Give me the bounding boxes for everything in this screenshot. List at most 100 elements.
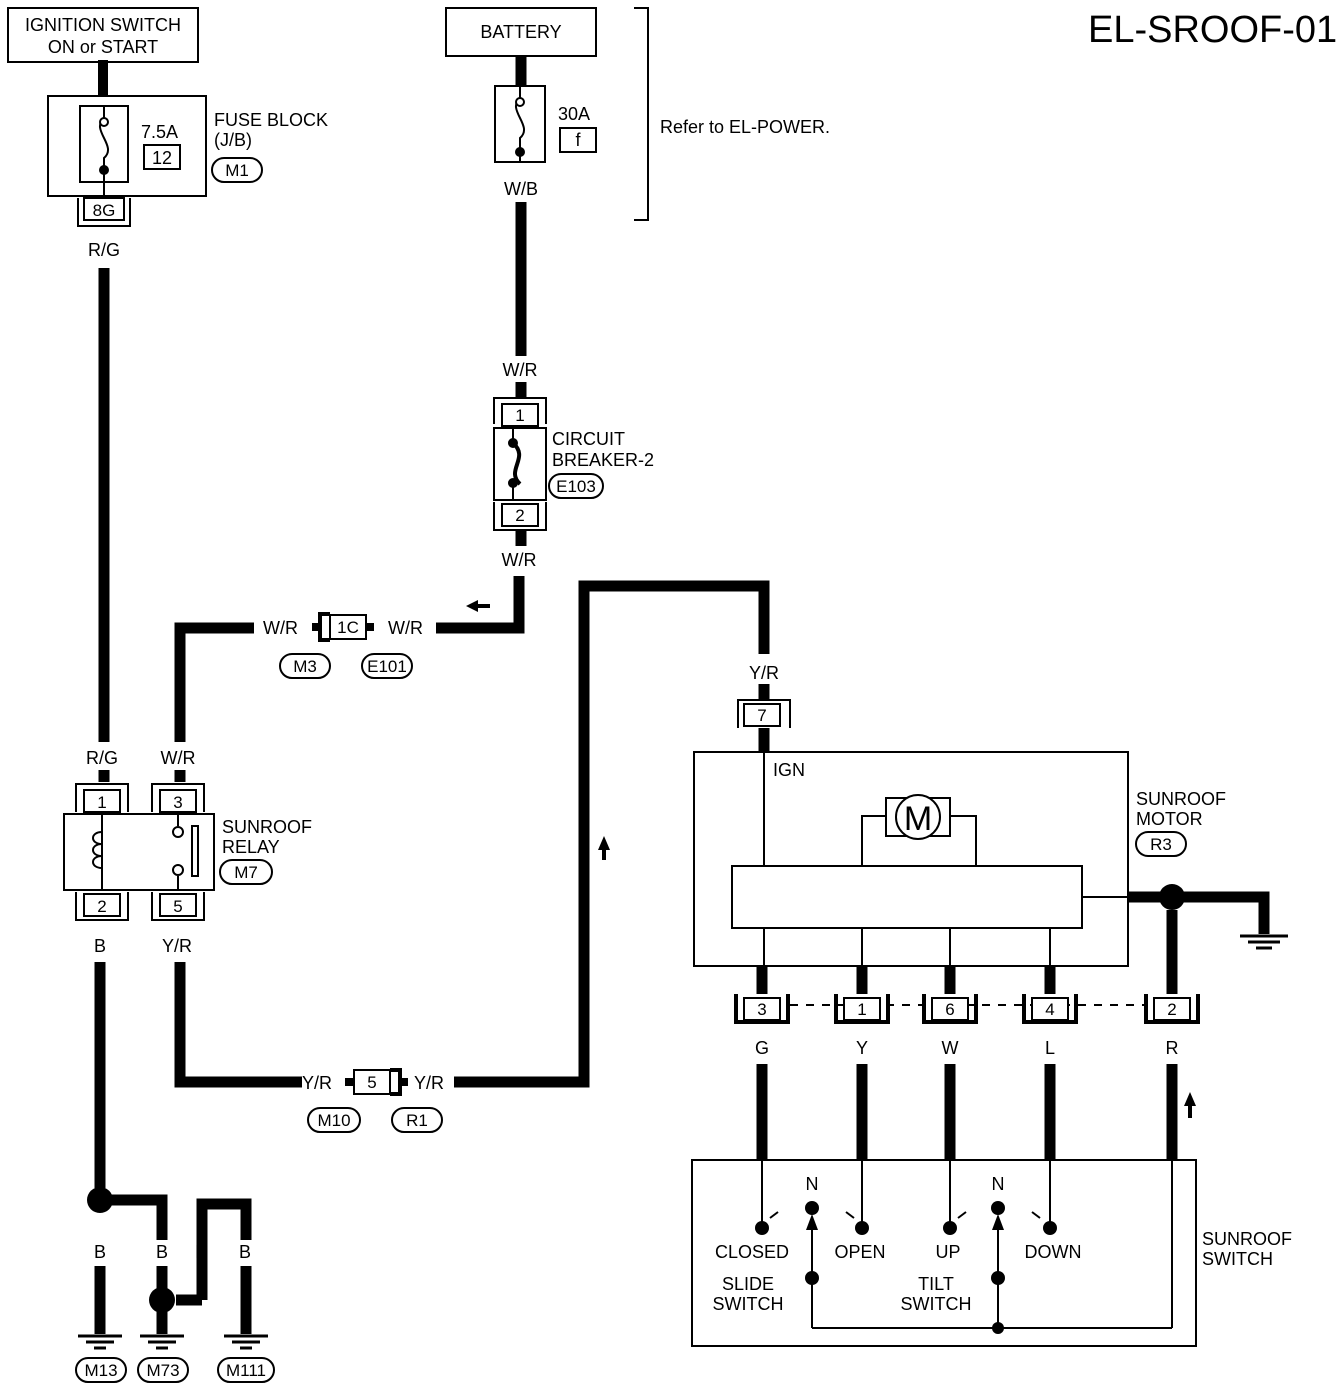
flow-arrow-up-icon — [598, 836, 610, 860]
relay-pin-5: 5 — [173, 897, 182, 916]
tilt-neutral-label: N — [992, 1174, 1005, 1194]
diagram-id: EL-SROOF-01 — [1088, 9, 1337, 51]
ground-conn-m13: M13 — [84, 1361, 117, 1380]
joint-1c-right-conn: E101 — [367, 657, 407, 676]
ignition-switch: IGNITION SWITCH ON or START — [7, 7, 199, 63]
wire-wr-to-relay — [174, 622, 254, 742]
wire-g-label: G — [755, 1038, 769, 1058]
ignition-label-line1: IGNITION SWITCH — [25, 15, 181, 35]
flow-arrow-up-icon-2 — [1184, 1092, 1196, 1118]
flow-arrow-left-icon — [466, 600, 490, 612]
battery: BATTERY 30A f W/B — [445, 7, 597, 199]
tilt-switch-line1: TILT — [918, 1274, 954, 1294]
wire-yr-to-motor — [454, 580, 770, 1088]
refer-note: Refer to EL-POWER. — [660, 117, 830, 137]
fuse-block-name-line1: FUSE BLOCK — [214, 110, 328, 130]
ground-splice: B B B B — [87, 1187, 252, 1334]
ground-wire-b-4: B — [239, 1242, 251, 1262]
wire-w-label: W — [942, 1038, 959, 1058]
wire-l-label: L — [1045, 1038, 1055, 1058]
sunroof-motor: Y/R 7 IGN M SUNROOF MOTOR R3 — [693, 663, 1226, 967]
breaker-connector: E103 — [556, 477, 596, 496]
joint5-pin: 5 — [367, 1073, 376, 1092]
relay-connector: M7 — [234, 863, 258, 882]
wire-wb: W/B — [504, 179, 538, 199]
down-label: DOWN — [1025, 1242, 1082, 1262]
wire-wr-label-3: W/R — [388, 618, 423, 638]
joint-1c-left-conn: M3 — [293, 657, 317, 676]
ground-icon-m111 — [224, 1334, 268, 1350]
joint5-wire-yr-left: Y/R — [302, 1073, 332, 1093]
wire-wr-label-4: W/R — [263, 618, 298, 638]
ground-icon-m13 — [78, 1334, 122, 1350]
switch-name-line1: SUNROOF — [1202, 1229, 1292, 1249]
relay-pin-3: 3 — [173, 793, 182, 812]
switch-name-line2: SWITCH — [1202, 1249, 1273, 1269]
sunroof-relay: R/G W/R 1 3 2 5 SUNROOF RELAY M7 B Y/R — [63, 748, 312, 956]
fuse-terminal: 8G — [93, 201, 116, 220]
up-label: UP — [935, 1242, 960, 1262]
battery-label: BATTERY — [480, 22, 561, 42]
refer-bracket: Refer to EL-POWER. — [634, 7, 830, 221]
circuit-breaker: 1 2 CIRCUIT BREAKER-2 E103 — [493, 397, 654, 531]
wire-wr-label-2: W/R — [502, 550, 537, 570]
ground-conn-m111: M111 — [226, 1361, 266, 1380]
breaker-pin-top: 1 — [515, 406, 524, 425]
motor-pin-3: 3 — [757, 1000, 766, 1019]
ignition-label-line2: ON or START — [48, 37, 158, 57]
motor-symbol: M — [904, 800, 932, 838]
wire-rg-top: R/G — [88, 240, 120, 260]
sunroof-switch: N N CLOSED OPEN UP DOWN SLIDE SWITCH TIL… — [691, 1159, 1292, 1347]
motor-name-line1: SUNROOF — [1136, 789, 1226, 809]
tilt-switch-line2: SWITCH — [901, 1294, 972, 1314]
relay-name-line1: SUNROOF — [222, 817, 312, 837]
fuse-block-name-line2: (J/B) — [214, 130, 252, 150]
fuse-rating: 7.5A — [141, 122, 178, 142]
ground-wire-b-3: B — [195, 1242, 207, 1262]
wire-r-label: R — [1166, 1038, 1179, 1058]
motor-pin-6: 6 — [945, 1000, 954, 1019]
ground-icon-m73 — [140, 1334, 184, 1350]
joint-1c-pin: 1C — [337, 618, 359, 637]
motor-ground-icon — [1240, 934, 1288, 950]
relay-wire-yr: Y/R — [162, 936, 192, 956]
joint5-wire-yr-right: Y/R — [414, 1073, 444, 1093]
wire-y-label: Y — [856, 1038, 868, 1058]
open-label: OPEN — [834, 1242, 885, 1262]
motor-pin-4: 4 — [1045, 1000, 1054, 1019]
joint5-right-conn: R1 — [406, 1111, 428, 1130]
wire-wr-label-1: W/R — [503, 360, 538, 380]
breaker-name-line2: BREAKER-2 — [552, 450, 654, 470]
motor-name-line2: MOTOR — [1136, 809, 1203, 829]
motor-pin-7: 7 — [757, 706, 766, 725]
relay-pin-1: 1 — [97, 793, 106, 812]
motor-connector: R3 — [1150, 835, 1172, 854]
closed-label: CLOSED — [715, 1242, 789, 1262]
motor-ign-label: IGN — [773, 760, 805, 780]
motor-wire-yr: Y/R — [749, 663, 779, 683]
motor-ground-wire — [1128, 891, 1270, 934]
fuse-number: 12 — [152, 148, 172, 168]
wire-wr-to-joint — [436, 576, 525, 634]
ground-wire-b-1: B — [94, 1242, 106, 1262]
ground-wire-b-2: B — [156, 1242, 168, 1262]
breaker-name-line1: CIRCUIT — [552, 429, 625, 449]
ground-conn-m73: M73 — [146, 1361, 179, 1380]
joint-1c: W/R W/R 1C M3 E101 — [263, 612, 423, 679]
slide-switch-line2: SWITCH — [713, 1294, 784, 1314]
relay-pin-2: 2 — [97, 897, 106, 916]
motor-pin-1: 1 — [857, 1000, 866, 1019]
relay-name-line2: RELAY — [222, 837, 280, 857]
battery-fuse-rating: 30A — [558, 104, 590, 124]
joint-5: Y/R Y/R 5 M10 R1 — [302, 1068, 444, 1133]
fuse-block-connector: M1 — [225, 161, 249, 180]
motor-connector-row: 3 1 6 4 2 — [734, 994, 1200, 1024]
joint5-left-conn: M10 — [317, 1111, 350, 1130]
relay-wire-b: B — [94, 936, 106, 956]
breaker-pin-bottom: 2 — [515, 506, 524, 525]
slide-switch-line1: SLIDE — [722, 1274, 774, 1294]
relay-wire-rg: R/G — [86, 748, 118, 768]
relay-wire-wr: W/R — [161, 748, 196, 768]
wire-yr-from-relay — [174, 962, 302, 1088]
